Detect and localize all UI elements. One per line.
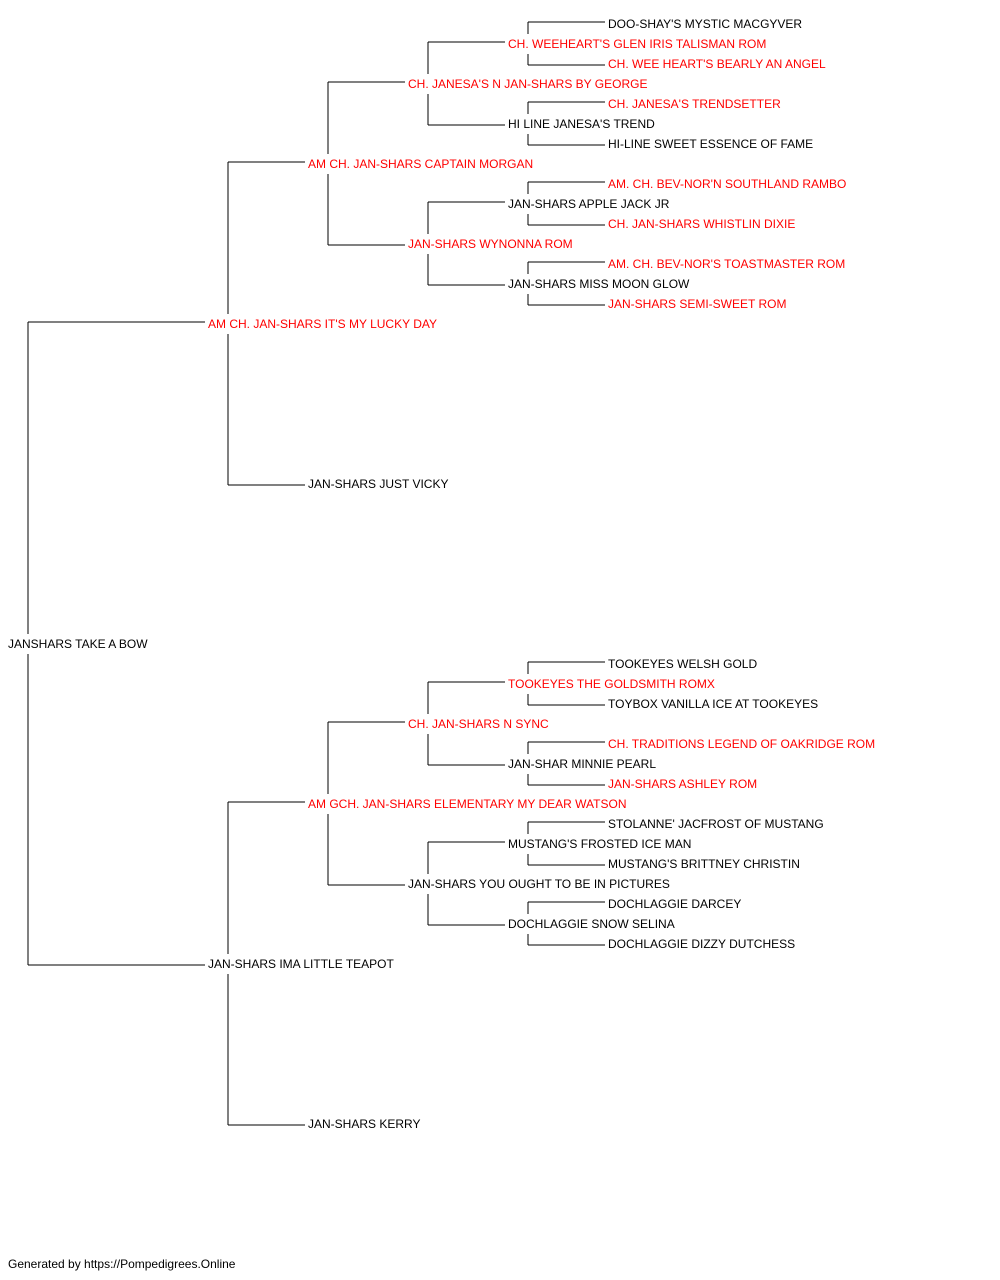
generated-by-footer: Generated by https://Pompedigrees.Online: [8, 1257, 236, 1271]
ancestor-name: CH. WEE HEART'S BEARLY AN ANGEL: [608, 57, 826, 71]
ancestor-name: JAN-SHARS YOU OUGHT TO BE IN PICTURES: [408, 877, 670, 891]
ancestor-name: DOCHLAGGIE SNOW SELINA: [508, 917, 675, 931]
sire-sire-name: AM CH. JAN-SHARS CAPTAIN MORGAN: [308, 157, 534, 171]
ancestor-name: CH. JANESA'S N JAN-SHARS BY GEORGE: [408, 77, 648, 91]
ancestor-name: HI-LINE SWEET ESSENCE OF FAME: [608, 137, 814, 151]
ancestor-name: CH. JANESA'S TRENDSETTER: [608, 97, 781, 111]
ancestor-name: JAN-SHAR MINNIE PEARL: [508, 757, 657, 771]
ancestor-name: JAN-SHARS SEMI-SWEET ROM: [608, 297, 787, 311]
ancestor-name: MUSTANG'S BRITTNEY CHRISTIN: [608, 857, 800, 871]
ancestor-name: CH. JAN-SHARS WHISTLIN DIXIE: [608, 217, 796, 231]
ancestor-name: AM. CH. BEV-NOR'S TOASTMASTER ROM: [608, 257, 846, 271]
ancestor-name: JAN-SHARS APPLE JACK JR: [508, 197, 670, 211]
ancestor-name: JAN-SHARS WYNONNA ROM: [408, 237, 573, 251]
ancestor-name: DOO-SHAY'S MYSTIC MACGYVER: [608, 17, 803, 31]
sire-dam-name: JAN-SHARS JUST VICKY: [308, 477, 449, 491]
ancestor-name: DOCHLAGGIE DARCEY: [608, 897, 742, 911]
dam-sire-name: AM GCH. JAN-SHARS ELEMENTARY MY DEAR WAT…: [308, 797, 627, 811]
ancestor-name: AM. CH. BEV-NOR'N SOUTHLAND RAMBO: [608, 177, 847, 191]
ancestor-name: DOCHLAGGIE DIZZY DUTCHESS: [608, 937, 796, 951]
dam-dam-name: JAN-SHARS KERRY: [308, 1117, 421, 1131]
dam-name: JAN-SHARS IMA LITTLE TEAPOT: [208, 957, 394, 971]
ancestor-name: TOYBOX VANILLA ICE AT TOOKEYES: [608, 697, 819, 711]
ancestor-name: JAN-SHARS ASHLEY ROM: [608, 777, 758, 791]
ancestor-name: JAN-SHARS MISS MOON GLOW: [508, 277, 690, 291]
ancestor-name: TOOKEYES WELSH GOLD: [608, 657, 758, 671]
ancestor-name: MUSTANG'S FROSTED ICE MAN: [508, 837, 692, 851]
ancestor-name: CH. JAN-SHARS N SYNC: [408, 717, 549, 731]
ancestor-name: TOOKEYES THE GOLDSMITH ROMX: [508, 677, 715, 691]
ancestor-name: CH. WEEHEART'S GLEN IRIS TALISMAN ROM: [508, 37, 767, 51]
ancestor-name: HI LINE JANESA'S TREND: [508, 117, 655, 131]
sire-name: AM CH. JAN-SHARS IT'S MY LUCKY DAY: [208, 317, 438, 331]
ancestor-name: STOLANNE' JACFROST OF MUSTANG: [608, 817, 824, 831]
ancestor-name: CH. TRADITIONS LEGEND OF OAKRIDGE ROM: [608, 737, 876, 751]
subject-name: JANSHARS TAKE A BOW: [8, 637, 148, 651]
